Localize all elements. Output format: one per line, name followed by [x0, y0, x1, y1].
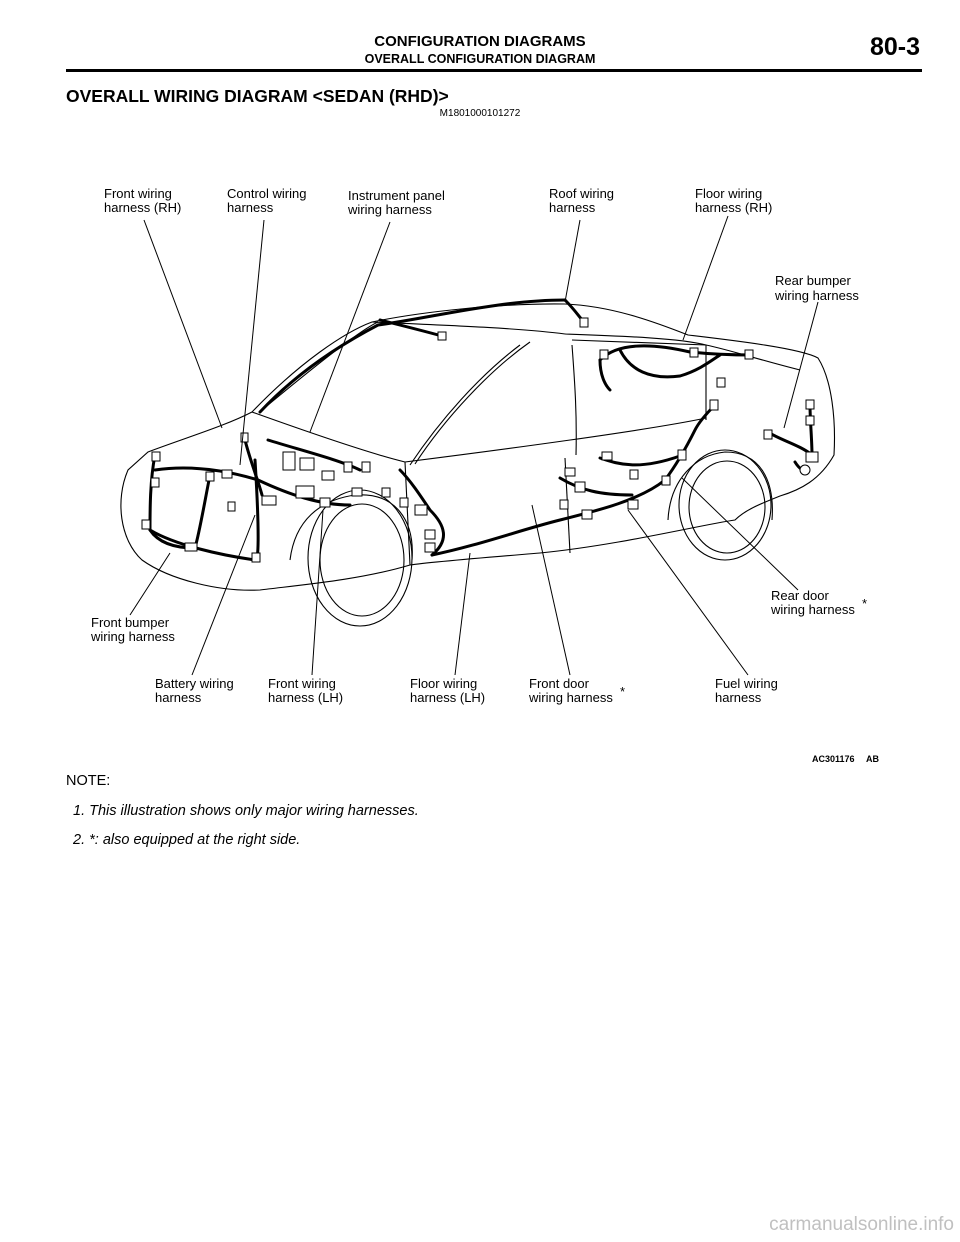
- wiring-diagram: Front wiring harness (RH) Control wiring…: [90, 186, 879, 764]
- label-roof-wiring-harness-2: harness: [549, 200, 596, 215]
- label-battery-harness-1: Battery wiring: [155, 676, 234, 691]
- label-instrument-panel-harness-2: wiring harness: [347, 202, 432, 217]
- label-rear-bumper-harness-2: wiring harness: [774, 288, 859, 303]
- label-floor-wiring-harness-rh-1: Floor wiring: [695, 186, 762, 201]
- label-front-door-harness-1: Front door: [529, 676, 590, 691]
- note-item-1: 1. This illustration shows only major wi…: [73, 803, 419, 819]
- watermark: carmanualsonline.info: [769, 1214, 954, 1235]
- label-floor-wiring-harness-lh-1: Floor wiring: [410, 676, 477, 691]
- header-subtitle: OVERALL CONFIGURATION DIAGRAM: [364, 52, 596, 66]
- document-id: M1801000101272: [439, 108, 521, 119]
- label-front-wiring-harness-lh-2: harness (LH): [268, 690, 343, 705]
- label-front-wiring-harness-rh-2: harness (RH): [104, 200, 181, 215]
- figure-id-suffix: AB: [866, 754, 879, 764]
- label-instrument-panel-harness-1: Instrument panel: [348, 188, 445, 203]
- label-floor-wiring-harness-lh-2: harness (LH): [410, 690, 485, 705]
- leader-lines: [129, 215, 819, 676]
- note-item-2: 2. *: also equipped at the right side.: [73, 832, 301, 848]
- label-front-bumper-harness-2: wiring harness: [90, 629, 175, 644]
- car-body-outline: [120, 303, 836, 627]
- label-roof-wiring-harness-1: Roof wiring: [549, 186, 614, 201]
- label-rear-door-harness-2: wiring harness: [770, 602, 855, 617]
- label-front-wiring-harness-lh-1: Front wiring: [268, 676, 336, 691]
- connectors: [141, 317, 819, 563]
- label-fuel-harness-1: Fuel wiring: [715, 676, 778, 691]
- label-floor-wiring-harness-rh-2: harness (RH): [695, 200, 772, 215]
- label-front-bumper-harness-1: Front bumper: [91, 615, 170, 630]
- header-rule: [66, 69, 922, 72]
- label-fuel-harness-2: harness: [715, 690, 762, 705]
- label-front-wiring-harness-rh-1: Front wiring: [104, 186, 172, 201]
- front-door-asterisk: *: [620, 684, 625, 699]
- label-rear-bumper-harness-1: Rear bumper: [775, 273, 852, 288]
- label-rear-door-harness-1: Rear door: [771, 588, 829, 603]
- page-number: 80-3: [869, 33, 920, 61]
- section-title: OVERALL WIRING DIAGRAM <SEDAN (RHD)>: [66, 86, 449, 106]
- note-heading: NOTE:: [66, 773, 111, 789]
- label-control-wiring-harness-1: Control wiring: [227, 186, 306, 201]
- label-front-door-harness-2: wiring harness: [528, 690, 613, 705]
- header-title: CONFIGURATION DIAGRAMS: [374, 33, 586, 50]
- rear-door-asterisk: *: [862, 596, 867, 611]
- figure-id: AC301176: [812, 754, 855, 764]
- label-control-wiring-harness-2: harness: [227, 200, 274, 215]
- harness-wires: [148, 298, 814, 562]
- label-battery-harness-2: harness: [155, 690, 202, 705]
